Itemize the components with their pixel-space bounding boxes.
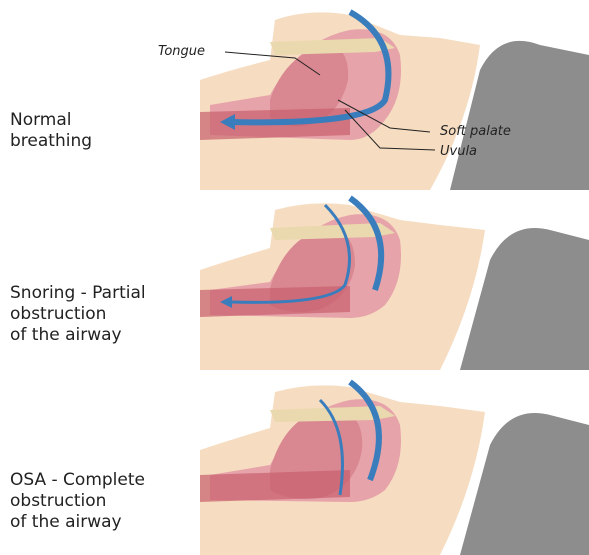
caption-line: of the airway: [10, 325, 146, 346]
panel-snoring: Snoring - Partial obstruction of the air…: [0, 190, 589, 370]
label-soft-palate: Soft palate: [440, 124, 511, 139]
caption-line: Normal: [10, 110, 92, 131]
airway-illustration-partial: [200, 190, 589, 370]
caption-line: breathing: [10, 131, 92, 152]
panel-osa: OSA - Complete obstruction of the airway: [0, 370, 589, 555]
airway-illustration-blocked: [200, 370, 589, 555]
caption-line: Snoring - Partial: [10, 283, 146, 304]
caption-line: OSA - Complete: [10, 470, 145, 491]
label-uvula: Uvula: [440, 144, 477, 159]
caption-line: obstruction: [10, 304, 146, 325]
caption-normal-breathing: Normal breathing: [10, 110, 92, 152]
airway-illustration-open: [200, 0, 589, 190]
panel-normal-breathing: Normal breathing Tongue Soft palate Uvul…: [0, 0, 589, 190]
caption-osa: OSA - Complete obstruction of the airway: [10, 470, 145, 533]
caption-snoring: Snoring - Partial obstruction of the air…: [10, 283, 146, 346]
caption-line: obstruction: [10, 491, 145, 512]
label-tongue: Tongue: [158, 44, 205, 59]
caption-line: of the airway: [10, 512, 145, 533]
trachea: [200, 470, 350, 502]
